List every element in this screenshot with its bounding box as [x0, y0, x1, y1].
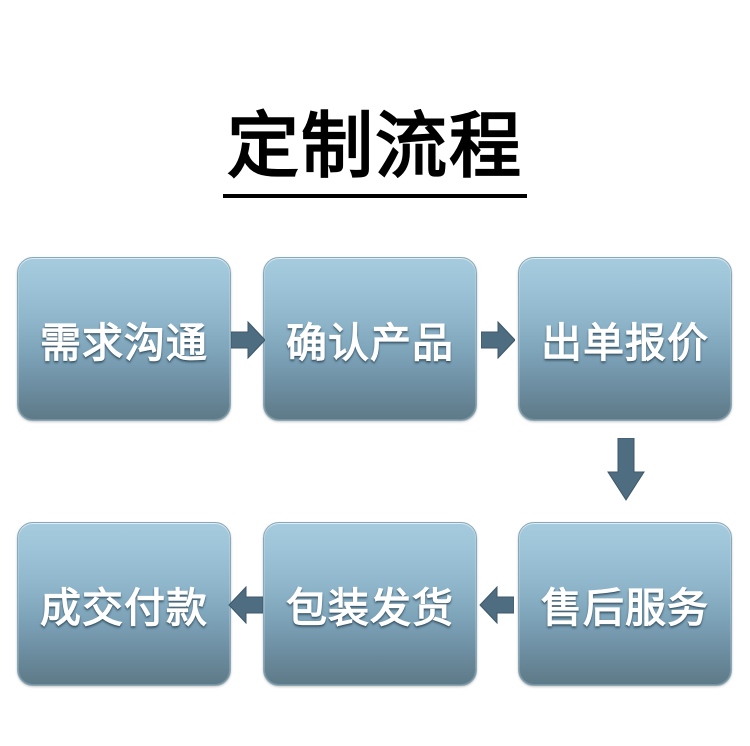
arrow-down-icon	[604, 438, 648, 504]
process-step-deal-payment[interactable]: 成交付款	[17, 522, 231, 686]
process-step-label: 包装发货	[286, 584, 454, 632]
page-title: 定制流程	[0, 104, 750, 198]
process-step-after-sales-service[interactable]: 售后服务	[518, 522, 732, 686]
process-step-packaging-shipping[interactable]: 包装发货	[263, 522, 477, 686]
arrow-right-icon	[231, 318, 265, 362]
page-title-text: 定制流程	[222, 104, 527, 198]
process-step-label: 需求沟通	[40, 319, 208, 367]
process-step-label: 售后服务	[541, 584, 709, 632]
process-step-confirm-product[interactable]: 确认产品	[263, 257, 477, 421]
process-step-requirement-communication[interactable]: 需求沟通	[17, 257, 231, 421]
process-step-label: 出单报价	[541, 319, 709, 367]
arrow-left-icon	[478, 583, 514, 627]
process-step-label: 确认产品	[286, 319, 454, 367]
process-step-label: 成交付款	[40, 584, 208, 632]
arrow-left-icon	[227, 583, 263, 627]
process-step-issue-quote[interactable]: 出单报价	[518, 257, 732, 421]
arrow-right-icon	[481, 318, 515, 362]
